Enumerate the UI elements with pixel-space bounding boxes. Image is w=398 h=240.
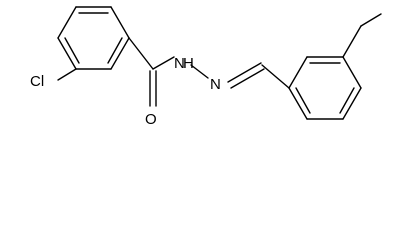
c-cl-bond [57,68,77,81]
methyl-bond [342,25,362,58]
aromatic-inner-bond [295,87,311,114]
aromatic-inner-bond [339,87,355,114]
bond [57,37,77,70]
hydrogen-amide-label: H [183,55,194,72]
n-n-bond [190,64,209,79]
nitrogen-amide-label: N [174,55,185,72]
imine-double-bond [227,62,262,83]
bond [110,6,130,39]
chlorophenyl-ring [57,6,130,70]
bond [342,56,362,89]
aromatic-inner-bond [64,37,80,64]
structure-diagram: Cl O N H N [30,6,382,128]
chlorine-label: Cl [30,73,44,90]
aromatic-inner-bond [107,37,123,64]
bond [342,87,362,120]
bond [57,6,77,39]
ring-to-carbonyl-bond [128,37,154,70]
carbonyl-to-nh-bond [152,56,175,70]
nitrogen-imine-label: N [210,76,221,93]
imine-double-bond [230,68,265,89]
methylphenyl-ring [288,56,362,120]
oxygen-label: O [145,111,157,128]
ch-to-ring-bond [261,64,290,89]
bond [288,56,308,89]
methyl-bond [360,13,382,27]
bond [288,87,308,120]
bond [110,37,130,70]
